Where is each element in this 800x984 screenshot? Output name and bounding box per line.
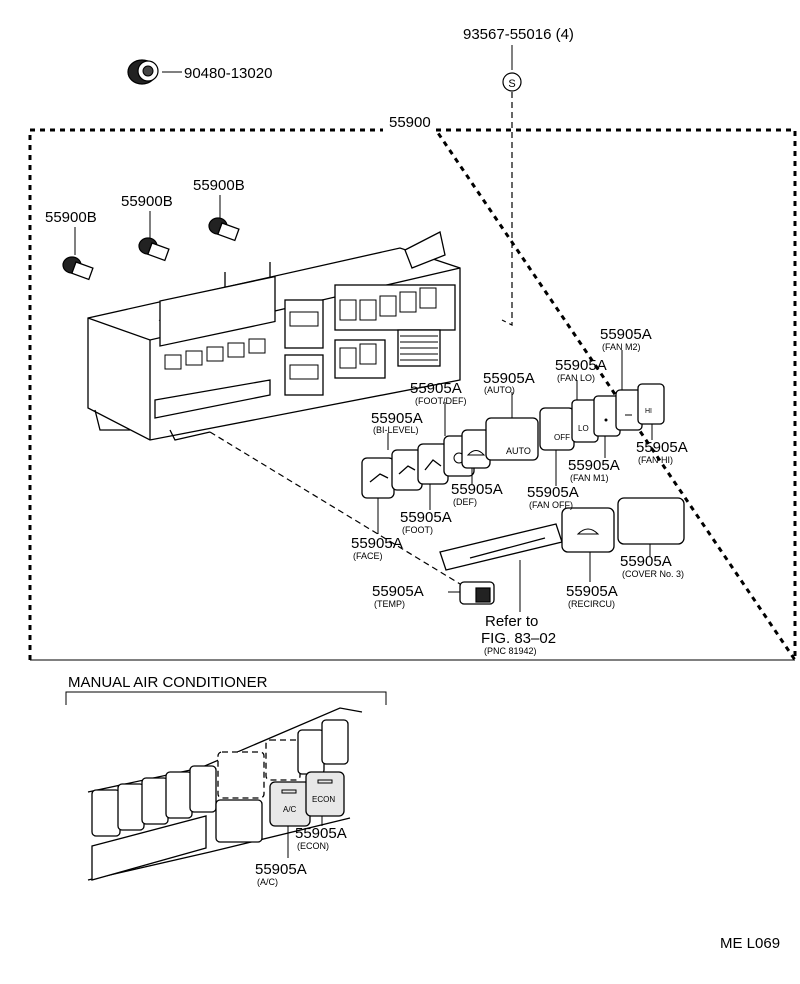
manual-ac-title: MANUAL AIR CONDITIONER bbox=[68, 674, 268, 691]
temp-desc: (TEMP) bbox=[374, 599, 405, 609]
econ-part-number: 55905A bbox=[295, 825, 347, 842]
bulb-part-2: 55900B bbox=[121, 193, 173, 262]
screw-leader bbox=[501, 92, 513, 326]
auto-part-number: 55905A bbox=[483, 370, 535, 387]
figure-code: ME L069 bbox=[720, 935, 780, 952]
panel-slot-center-top bbox=[284, 299, 324, 349]
button-fan-lo-legend: LO bbox=[578, 424, 589, 433]
foot-desc: (FOOT) bbox=[402, 525, 433, 535]
bulb-part-3: 55900B bbox=[193, 177, 245, 242]
button-auto-legend: AUTO bbox=[506, 446, 531, 456]
manual-ac-bracket bbox=[65, 691, 387, 705]
panel-slot-right-top bbox=[334, 284, 456, 331]
fan-off-part-number: 55905A bbox=[527, 484, 579, 501]
fan-hi-part-number: 55905A bbox=[636, 439, 688, 456]
screw-symbol-letter: S bbox=[508, 78, 515, 90]
knob-part-number: 90480-13020 bbox=[184, 65, 272, 82]
screw-part-number: 93567-55016 (4) bbox=[463, 26, 574, 43]
auto-desc: (AUTO) bbox=[484, 385, 515, 395]
button-fan-off-legend: OFF bbox=[554, 433, 570, 442]
def-part-number: 55905A bbox=[451, 481, 503, 498]
button-fan-off: OFF bbox=[539, 407, 575, 451]
face-desc: (FACE) bbox=[353, 551, 383, 561]
panel-vent-grille bbox=[397, 329, 441, 367]
manual-ac-panel bbox=[87, 707, 363, 881]
foot-def-desc: (FOOT/DEF) bbox=[415, 396, 467, 406]
foot-def-part-number: 55905A bbox=[410, 380, 462, 397]
fan-m2-part-number: 55905A bbox=[600, 326, 652, 343]
face-part-number: 55905A bbox=[351, 535, 403, 552]
fan-hi-desc: (FAN HI) bbox=[638, 455, 673, 465]
fan-m1-desc: (FAN M1) bbox=[570, 473, 609, 483]
cover-no3 bbox=[617, 497, 685, 545]
reference-refer: Refer to bbox=[485, 613, 538, 630]
button-ac-legend: A/C bbox=[283, 805, 297, 814]
reference-pnc: (PNC 81942) bbox=[484, 646, 537, 656]
foot-part-number: 55905A bbox=[400, 509, 452, 526]
button-auto: AUTO bbox=[485, 417, 539, 461]
reference-fig: FIG. 83–02 bbox=[481, 630, 556, 647]
fan-m2-desc: (FAN M2) bbox=[602, 342, 641, 352]
fan-lo-desc: (FAN LO) bbox=[557, 373, 595, 383]
fan-off-desc: (FAN OFF) bbox=[529, 500, 573, 510]
panel-leader-temp bbox=[209, 431, 471, 591]
bulb-1-part-number: 55900B bbox=[45, 209, 97, 226]
temp-part-number: 55905A bbox=[372, 583, 424, 600]
button-temp bbox=[459, 581, 495, 605]
bulb-2-part-number: 55900B bbox=[121, 193, 173, 210]
ac-desc: (A/C) bbox=[257, 877, 278, 887]
panel-slot-left bbox=[159, 275, 276, 347]
bi-level-desc: (BI-LEVEL) bbox=[373, 425, 419, 435]
cover3-desc: (COVER No. 3) bbox=[622, 569, 684, 579]
button-econ-legend: ECON bbox=[312, 795, 335, 804]
screw-symbol: S bbox=[502, 45, 522, 92]
bi-level-part-number: 55905A bbox=[371, 410, 423, 427]
recircu-desc: (RECIRCU) bbox=[568, 599, 615, 609]
assembly-bracket bbox=[28, 128, 797, 665]
panel-slot-center-bottom bbox=[284, 354, 324, 396]
fan-m1-part-number: 55905A bbox=[568, 457, 620, 474]
ac-part-number: 55905A bbox=[255, 861, 307, 878]
button-ac: A/C bbox=[269, 781, 311, 827]
button-fan-hi: HI bbox=[637, 383, 665, 425]
knob-part bbox=[127, 59, 182, 85]
button-recircu bbox=[561, 507, 615, 553]
button-fan-hi-legend: HI bbox=[645, 408, 652, 415]
cover3-part-number: 55905A bbox=[620, 553, 672, 570]
button-face bbox=[361, 457, 395, 499]
bulb-3-part-number: 55900B bbox=[193, 177, 245, 194]
button-leaders bbox=[377, 350, 653, 612]
fan-lo-part-number: 55905A bbox=[555, 357, 607, 374]
button-econ: ECON bbox=[305, 771, 345, 817]
recircu-part-number: 55905A bbox=[566, 583, 618, 600]
control-panel-housing bbox=[87, 231, 461, 441]
assembly-part-number: 55900 bbox=[389, 114, 431, 131]
temp-bezel bbox=[439, 523, 563, 571]
def-desc: (DEF) bbox=[453, 497, 477, 507]
bulb-part-1: 55900B bbox=[45, 209, 97, 281]
econ-desc: (ECON) bbox=[297, 841, 329, 851]
